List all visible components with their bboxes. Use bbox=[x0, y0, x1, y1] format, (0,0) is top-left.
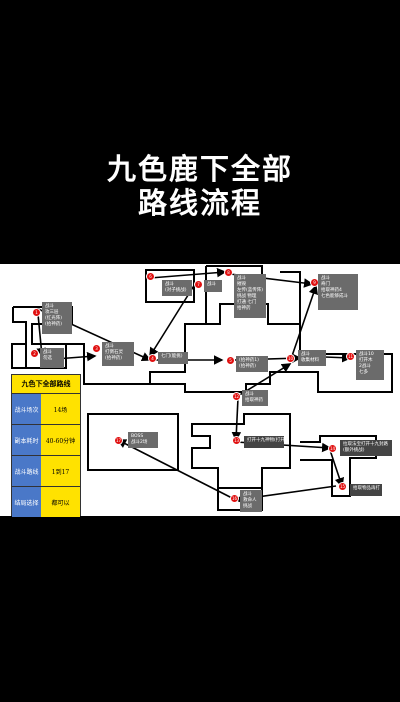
route-note-7: 战斗 bbox=[204, 280, 222, 292]
route-marker-6: 6 bbox=[146, 272, 155, 281]
summary-row: 结局选择 都可以 bbox=[12, 487, 80, 517]
route-marker-2: 2 bbox=[30, 349, 39, 358]
route-marker-7: 7 bbox=[194, 280, 203, 289]
route-marker-17: 17 bbox=[114, 436, 123, 445]
route-note-1: 战斗攻三层(红光阵)(拾神药) bbox=[42, 302, 72, 334]
route-note-14: 拉取法宝打开十九封路(额外挑战) bbox=[340, 440, 392, 456]
route-note-6: 战斗(对子挑战) bbox=[162, 280, 192, 296]
route-note-13: 打开十九神物(打开) bbox=[244, 436, 287, 448]
route-marker-14: 14 bbox=[328, 444, 337, 453]
video-title-line2: 路线流程 bbox=[137, 186, 262, 220]
route-marker-15: 15 bbox=[338, 482, 347, 491]
summary-header: 九色下全部路线 bbox=[12, 375, 80, 394]
route-note-15: 拾取物品再打 bbox=[350, 484, 382, 496]
route-marker-11: 11 bbox=[346, 352, 355, 361]
route-note-10: 战斗收集材料 bbox=[298, 350, 326, 366]
route-marker-16: 16 bbox=[230, 494, 239, 503]
route-marker-8: 8 bbox=[224, 268, 233, 277]
route-summary-table: 九色下全部路线 战斗场次 14场 副本耗时 40-60分钟 战斗路线 1到17 … bbox=[11, 374, 81, 517]
video-title-line1: 九色鹿下全部 bbox=[106, 152, 293, 186]
route-marker-12: 12 bbox=[232, 392, 241, 401]
route-note-2: 战斗勿选 bbox=[40, 348, 64, 368]
route-note-5: (拾神药1)(拾神药) bbox=[236, 356, 268, 372]
summary-row: 战斗路线 1到17 bbox=[12, 456, 80, 487]
summary-row: 战斗场次 14场 bbox=[12, 394, 80, 425]
route-marker-3: 3 bbox=[92, 344, 101, 353]
route-marker-13: 13 bbox=[232, 436, 241, 445]
summary-row: 副本耗时 40-60分钟 bbox=[12, 425, 80, 456]
route-marker-4: 4 bbox=[148, 354, 157, 363]
route-note-12: 战斗拾取神药 bbox=[242, 390, 268, 406]
route-note-16: 战斗救命人挑战 bbox=[240, 490, 262, 512]
route-note-4: 七门(能挑) bbox=[158, 352, 188, 364]
route-note-3: 战斗打倒石灵(拾神药) bbox=[102, 342, 134, 366]
route-marker-1: 1 bbox=[32, 308, 41, 317]
route-marker-10: 10 bbox=[286, 354, 295, 363]
route-note-8: 战斗摧毁左传(蓝传阵)挑战 物理打通 七门拾神药 bbox=[234, 274, 266, 318]
route-marker-5: 5 bbox=[226, 356, 235, 365]
